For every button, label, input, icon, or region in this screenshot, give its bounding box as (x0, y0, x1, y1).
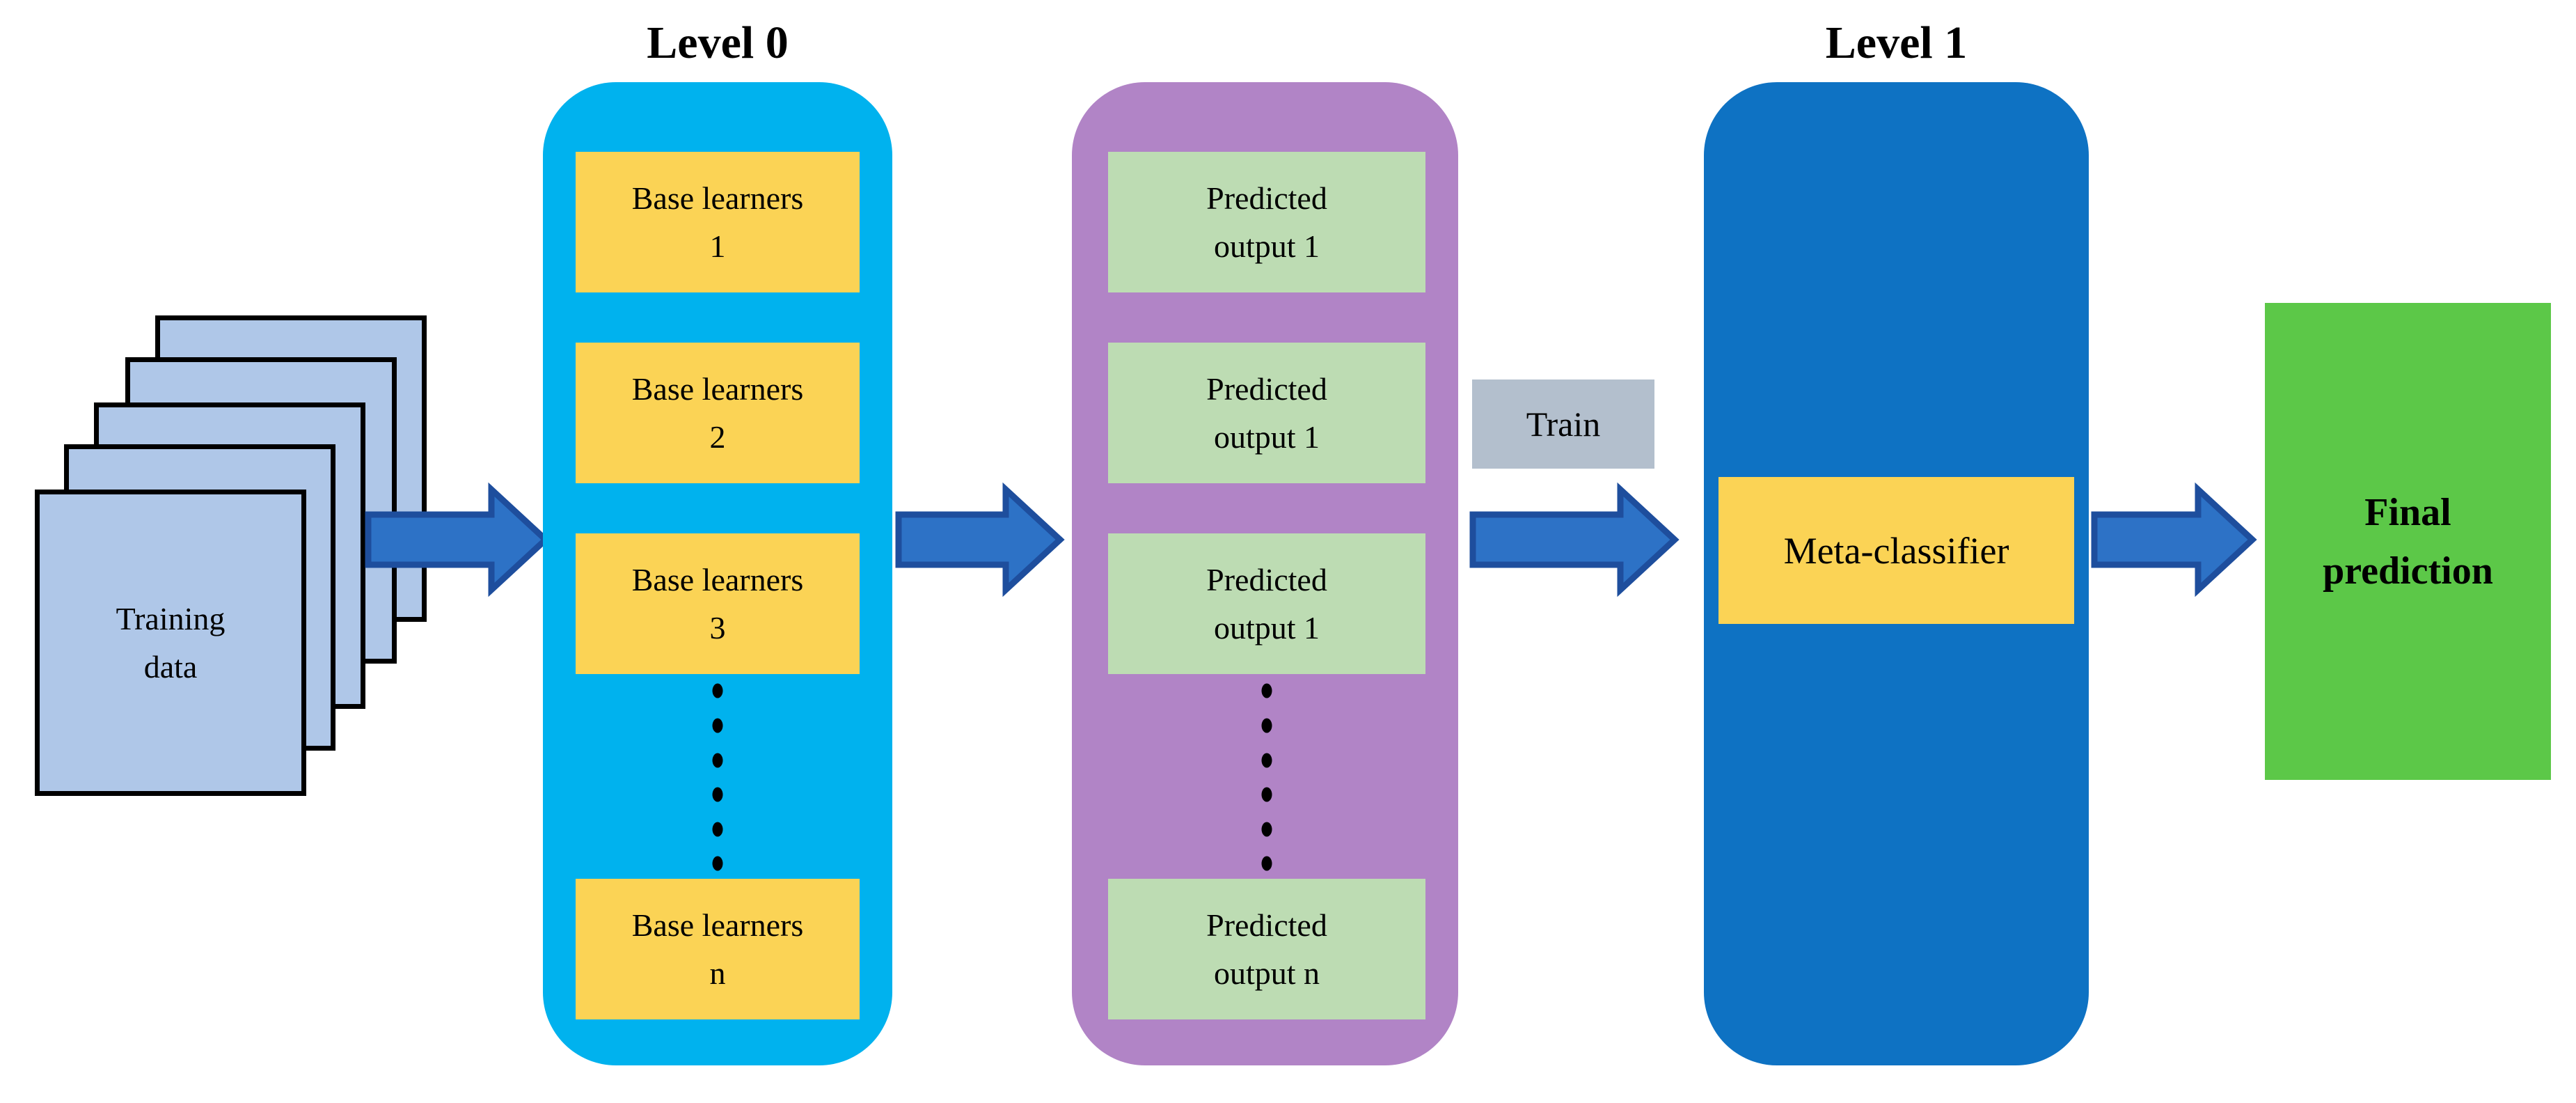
meta-classifier-label: Meta-classifier (1783, 529, 2009, 572)
train-label: Train (1526, 405, 1601, 444)
predicted-output-2-box: Predicted output 1 (1108, 343, 1425, 483)
base-learners-3-box: Base learners 3 (576, 533, 860, 674)
level0-title: Level 0 (647, 17, 789, 68)
flow-arrow-level0-to-outputs (895, 482, 1065, 597)
predicted-output-1-box: Predicted output 1 (1108, 152, 1425, 292)
flow-arrow-outputs-to-level1 (1469, 482, 1680, 597)
flow-arrow-level1-to-final (2091, 482, 2257, 597)
final-prediction-box: Final prediction (2265, 303, 2551, 780)
stacked-page-front: Training data (35, 490, 306, 796)
base-learners-1-box: Base learners 1 (576, 152, 860, 292)
training-data-label: Training data (116, 601, 226, 685)
base-learners-n-box: Base learners n (576, 879, 860, 1019)
meta-classifier-box: Meta-classifier (1718, 477, 2074, 624)
level1-title: Level 1 (1825, 17, 1968, 68)
predicted-output-n-box: Predicted output n (1108, 879, 1425, 1019)
flow-arrow-training-to-level0 (365, 482, 551, 597)
predicted-output-3-box: Predicted output 1 (1108, 533, 1425, 674)
base-learners-2-box: Base learners 2 (576, 343, 860, 483)
train-label-box: Train (1472, 380, 1654, 469)
